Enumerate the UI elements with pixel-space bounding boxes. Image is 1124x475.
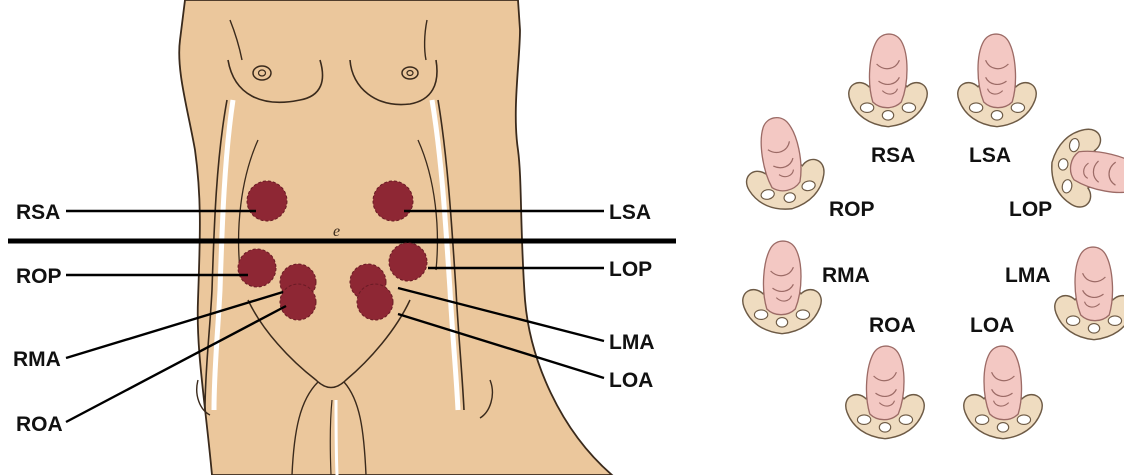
position-label-rsa: RSA xyxy=(871,144,915,167)
fetus-lop-icon xyxy=(1045,124,1124,217)
spot-roa xyxy=(280,284,316,320)
spot-loa xyxy=(357,284,393,320)
position-label-lma: LMA xyxy=(1005,264,1051,287)
position-label-rop: ROP xyxy=(829,198,875,221)
label-roa: ROA xyxy=(16,413,63,436)
position-label-roa: ROA xyxy=(869,314,916,337)
position-label-loa: LOA xyxy=(970,314,1014,337)
navel-mark: e xyxy=(333,223,340,240)
spot-rsa xyxy=(247,181,287,221)
right-panel-labels: RSA LSA ROP LOP RMA LMA ROA LOA xyxy=(822,144,1052,337)
fetal-positions-ring xyxy=(734,34,1124,439)
label-rma: RMA xyxy=(13,348,61,371)
position-label-lsa: LSA xyxy=(969,144,1011,167)
position-label-rma: RMA xyxy=(822,264,870,287)
fetus-rop-icon xyxy=(734,110,830,217)
spot-rop xyxy=(238,249,276,287)
position-label-lop: LOP xyxy=(1009,198,1052,221)
fetus-loa-icon xyxy=(964,346,1042,439)
label-lma: LMA xyxy=(609,331,655,354)
fetus-rma-icon xyxy=(743,241,821,334)
torso-shape xyxy=(179,0,612,475)
spot-lop xyxy=(389,243,427,281)
label-lsa: LSA xyxy=(609,201,651,224)
label-rop: ROP xyxy=(16,265,62,288)
spot-lsa xyxy=(373,181,413,221)
label-rsa: RSA xyxy=(16,201,60,224)
fetus-lsa-icon xyxy=(958,34,1036,127)
fetus-rsa-icon xyxy=(849,34,927,127)
label-loa: LOA xyxy=(609,369,653,392)
fetus-lma-icon xyxy=(1055,247,1124,340)
fetus-roa-icon xyxy=(846,346,924,439)
body-illustration: e xyxy=(179,0,612,475)
label-lop: LOP xyxy=(609,258,652,281)
